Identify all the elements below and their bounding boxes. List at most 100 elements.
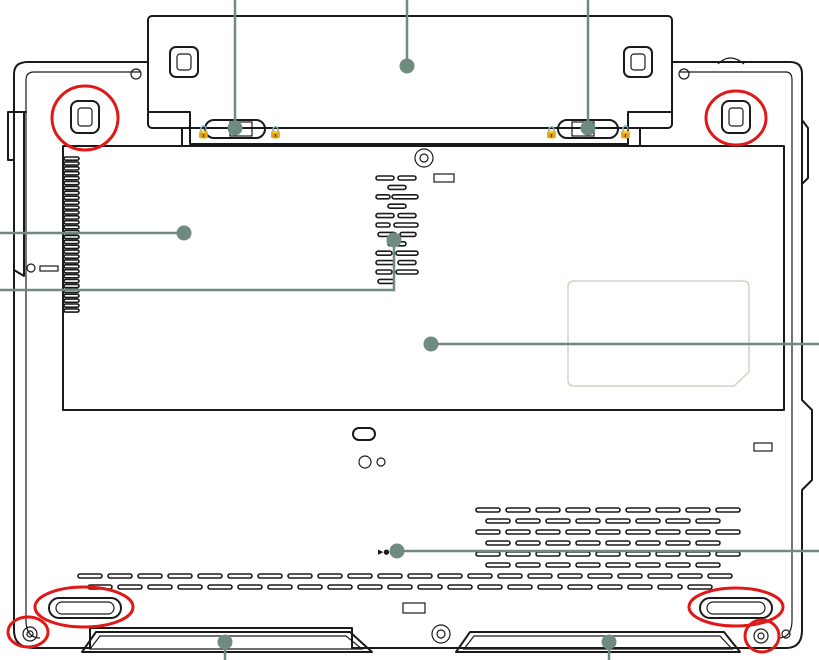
memory-vent-slot bbox=[387, 184, 407, 191]
foot-bottom-right bbox=[699, 597, 773, 619]
side-vent-slot bbox=[63, 308, 80, 313]
bottom-vent-slot bbox=[605, 518, 631, 524]
bottom-vent-slot bbox=[567, 584, 593, 590]
memory-vent-slot bbox=[399, 231, 417, 238]
callout-dot-speaker-left bbox=[217, 634, 233, 650]
bottom-vent-slot bbox=[357, 584, 383, 590]
side-vent-slot bbox=[63, 224, 80, 230]
memory-vent-slot bbox=[391, 194, 419, 200]
side-vent-slot bbox=[63, 170, 80, 176]
screw-bottom-right-inner bbox=[757, 632, 765, 640]
memory-vent-slot bbox=[375, 212, 395, 219]
side-vent-slot bbox=[63, 239, 80, 245]
foot-highlights bbox=[6, 84, 785, 654]
bottom-vent-slot bbox=[267, 584, 293, 590]
bottom-vent-slot bbox=[437, 573, 463, 579]
bottom-vent-slot bbox=[617, 573, 643, 579]
side-vent-slot bbox=[63, 161, 80, 166]
lock-icon-left: 🔒 bbox=[268, 125, 283, 139]
callout-dot-expansion-door bbox=[423, 336, 439, 352]
side-vent-slot bbox=[63, 185, 80, 191]
speaker-right bbox=[455, 631, 741, 653]
memory-vent-slot bbox=[375, 175, 395, 181]
screw-bottom-center-inner bbox=[436, 629, 446, 639]
memory-vent-slot bbox=[387, 203, 407, 209]
bottom-vent-slot bbox=[625, 551, 651, 557]
callout-dot-reset-hole bbox=[389, 543, 405, 559]
bottom-vent-slot bbox=[665, 562, 691, 568]
right-slot bbox=[753, 442, 773, 452]
memory-vent-slot bbox=[397, 175, 417, 181]
memory-vent-slot bbox=[395, 250, 419, 256]
bottom-vent-slot bbox=[715, 551, 741, 557]
screw-bottom-right bbox=[753, 628, 769, 644]
battery-screw-left bbox=[130, 68, 142, 80]
memory-vent-slot bbox=[393, 222, 419, 228]
battery-foot-right-inner bbox=[630, 53, 646, 71]
bottom-vent-slot bbox=[107, 573, 133, 579]
indicator-hole-1 bbox=[358, 455, 372, 469]
bottom-vent-slot bbox=[485, 562, 511, 568]
bottom-vent-slot bbox=[597, 584, 623, 590]
bottom-vent-slot bbox=[327, 584, 353, 590]
bottom-vent-slot bbox=[207, 584, 233, 590]
bottom-vent-slot bbox=[515, 540, 541, 546]
bottom-vent-slot bbox=[475, 529, 501, 535]
bottom-vent-slot bbox=[177, 584, 203, 590]
side-vent-slot bbox=[63, 234, 80, 240]
side-vent-slot bbox=[63, 156, 80, 162]
bottom-vent-slot bbox=[715, 507, 741, 513]
bottom-vent-slot bbox=[635, 518, 661, 524]
reset-symbol: ▶●◀ bbox=[378, 548, 395, 556]
side-vent-slot bbox=[63, 175, 80, 181]
bottom-vent-slot bbox=[565, 529, 591, 535]
highlight-foot-top-left bbox=[50, 84, 120, 152]
unlock-icon-left: 🔓 bbox=[196, 125, 211, 139]
bottom-vent-slot bbox=[625, 507, 651, 513]
highlight-screw-bottom-right bbox=[743, 618, 781, 654]
side-vent-slot bbox=[63, 249, 80, 255]
bottom-vent-slot bbox=[605, 540, 631, 546]
bottom-vent-slot bbox=[497, 573, 523, 579]
bottom-vent-slot bbox=[257, 573, 283, 579]
bottom-vent-slot bbox=[505, 529, 531, 535]
bottom-vent-slot bbox=[477, 584, 503, 590]
bottom-vent-slot bbox=[297, 584, 323, 590]
side-vent-slot bbox=[63, 215, 80, 220]
memory-vent-slot bbox=[395, 269, 419, 275]
bottom-vent-slot bbox=[627, 584, 653, 590]
side-vent-slot bbox=[63, 303, 80, 309]
left-side-connector bbox=[7, 111, 27, 277]
bottom-vent-slot bbox=[565, 507, 591, 513]
bottom-vent-slot bbox=[665, 518, 691, 524]
bottom-vent-slot bbox=[647, 573, 673, 579]
bottom-vent-slot bbox=[695, 562, 721, 568]
bottom-center-slot bbox=[402, 602, 426, 614]
bottom-vent-slot bbox=[575, 562, 601, 568]
bottom-vent-slot bbox=[575, 518, 601, 524]
side-vent-slot bbox=[63, 180, 80, 186]
highlight-foot-bottom-right bbox=[687, 586, 785, 628]
foot-top-left-inner bbox=[77, 107, 93, 127]
bottom-vent-slot bbox=[467, 573, 493, 579]
side-vent-slot bbox=[63, 166, 80, 171]
bottom-vent-slot bbox=[137, 573, 163, 579]
bottom-vent-slot bbox=[377, 573, 403, 579]
foot-bottom-left-inner bbox=[55, 601, 115, 615]
foot-bottom-right-inner bbox=[706, 601, 766, 615]
screw-bottom-center bbox=[431, 624, 451, 644]
memory-vent-slot bbox=[375, 250, 393, 256]
panel-screw-top-inner bbox=[419, 153, 429, 163]
bottom-vent-slot bbox=[485, 518, 511, 524]
side-vent-slot bbox=[63, 205, 80, 211]
highlight-foot-top-right bbox=[704, 89, 768, 147]
memory-vent-slot bbox=[377, 278, 395, 285]
bottom-vent-slot bbox=[527, 573, 553, 579]
bottom-vent-slot bbox=[685, 507, 711, 513]
bottom-vent-slot bbox=[565, 551, 591, 557]
callout-dot-battery-pack bbox=[399, 58, 415, 74]
bottom-vent-slot bbox=[655, 551, 681, 557]
bottom-vent-slot bbox=[417, 584, 443, 590]
bottom-vent-grille bbox=[77, 507, 741, 590]
